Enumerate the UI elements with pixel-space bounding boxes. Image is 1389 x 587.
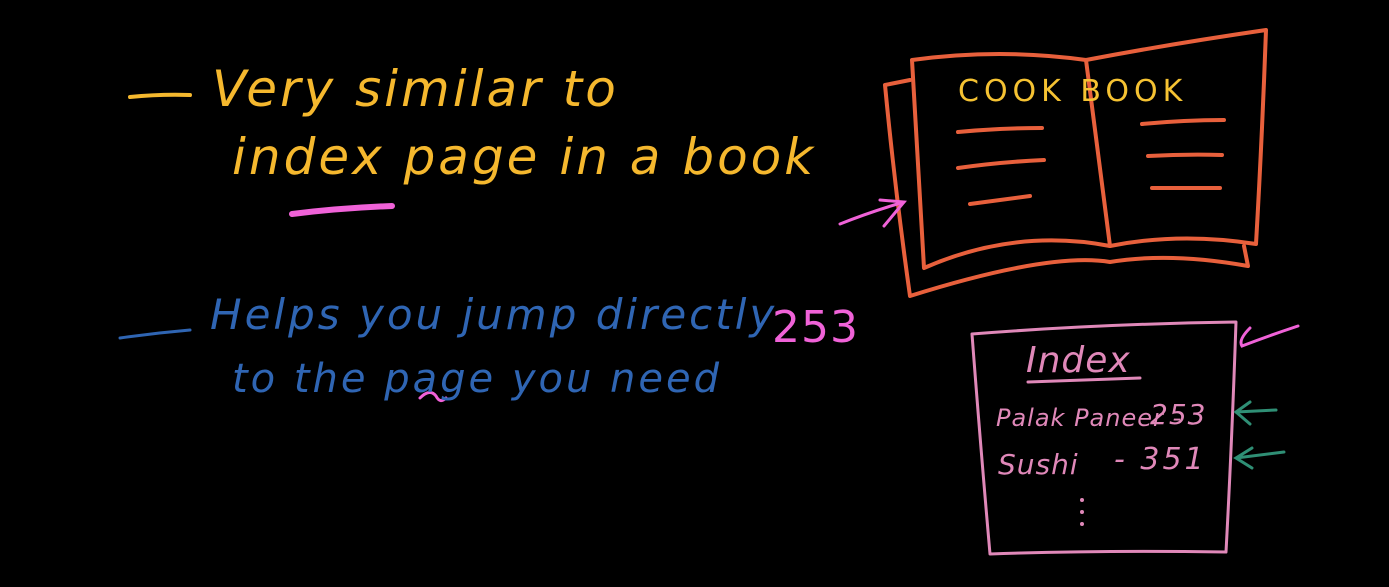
index-row-2-page: - 351 [1114,442,1207,477]
note-line-3: Helps you jump directly [210,290,778,339]
index-card-title: Index [1026,340,1131,381]
page-squiggle [418,391,448,403]
page-number-note: 253 [772,302,859,353]
index-card-drawing [970,320,1238,556]
index-title-underline [1026,376,1142,384]
yellow-bullet-dash [128,92,192,99]
cookbook-drawing [883,28,1268,298]
book-line-left-2 [956,158,1046,170]
index-row-1-page: 253 [1150,398,1207,431]
note-line-4: to the page you need [232,356,723,402]
book-back-page [883,78,1250,298]
index-row-1-arrow [1233,400,1278,426]
book-line-right-2 [1146,152,1224,158]
index-row-arrows [1233,400,1286,470]
book-front-page [910,28,1268,270]
index-card-pointer [1239,324,1300,348]
note-line-1: Very similar to [212,60,619,118]
cookbook-title: COOK BOOK [958,74,1188,109]
index-row-1-name: Palak Paneer - [996,404,1183,432]
blue-bullet-dash [118,328,192,340]
book-line-left-1 [956,126,1044,134]
index-ellipsis [1080,498,1084,526]
index-row-2-arrow [1233,446,1286,470]
note-line-2: index page in a book [232,128,817,186]
book-pointer-arrow [838,198,907,228]
book-line-left-3 [968,194,1032,206]
book-spine [1084,58,1112,248]
index-row-2-name: Sushi [998,448,1079,481]
book-line-right-1 [1140,118,1226,126]
index-underline [289,203,395,217]
